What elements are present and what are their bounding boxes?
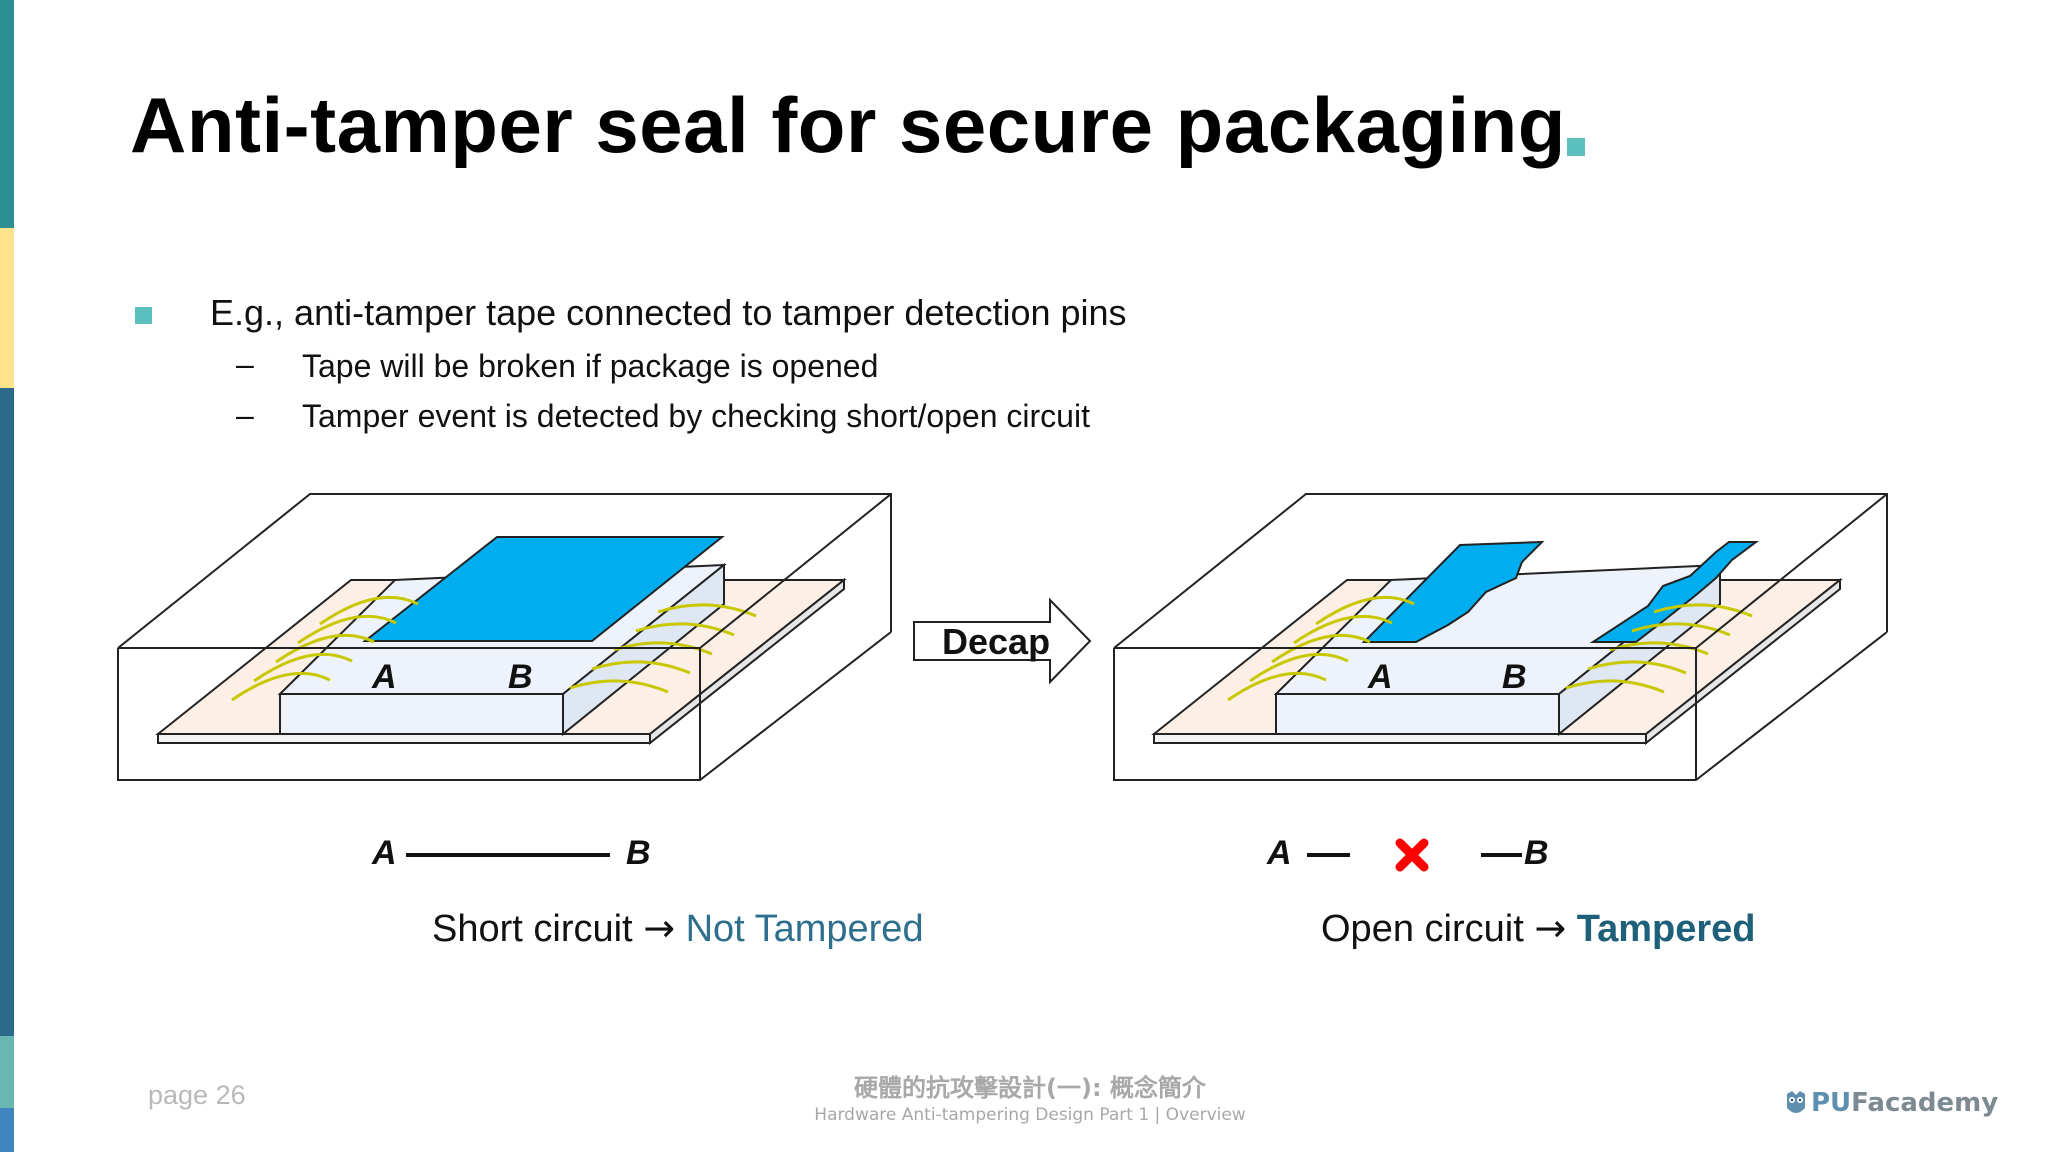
open-circuit-b-label: B — [1524, 834, 1549, 872]
pufacademy-logo: PUFacademy — [1785, 1088, 1998, 1118]
sub-bullet-dash: – — [236, 397, 254, 433]
left-pin-b-label: B — [508, 658, 533, 696]
left-caption-status: Not Tampered — [685, 908, 924, 950]
sidebar-band-teal — [0, 0, 14, 228]
open-circuit-a-label: A — [1267, 834, 1292, 872]
logo-rest: Facademy — [1851, 1088, 1999, 1118]
course-title-zh: 硬體的抗攻擊設計(一): 概念簡介 — [854, 1074, 1206, 1102]
decap-arrow — [913, 597, 1092, 685]
page-number: page 26 — [148, 1080, 246, 1110]
bullet-square-icon — [135, 307, 152, 324]
open-circuit-x-icon — [1395, 838, 1429, 872]
right-caption: Open circuit → Tampered — [1321, 906, 1756, 951]
left-caption-prefix: Short circuit — [432, 908, 633, 950]
page-title: Anti-tamper seal for secure packaging — [130, 81, 1566, 169]
title-accent-square — [1567, 138, 1585, 156]
sidebar-band-yellow — [0, 228, 14, 388]
right-arrow-icon: → — [643, 906, 676, 950]
sub-bullet-1: Tape will be broken if package is opened — [302, 348, 879, 384]
sidebar-band-navy — [0, 388, 14, 1036]
short-circuit-a-label: A — [372, 834, 397, 872]
right-package — [1113, 493, 1888, 781]
sub-bullet-2: Tamper event is detected by checking sho… — [302, 398, 1090, 434]
course-title: 硬體的抗攻擊設計(一): 概念簡介 Hardware Anti-tamperin… — [780, 1068, 1280, 1125]
right-pin-b-label: B — [1502, 658, 1527, 696]
logo-pu: PU — [1811, 1088, 1852, 1118]
left-pin-a-label: A — [372, 658, 397, 696]
right-caption-status: Tampered — [1576, 908, 1756, 950]
right-caption-prefix: Open circuit — [1321, 908, 1524, 950]
right-pin-a-label: A — [1368, 658, 1393, 696]
owl-logo-icon — [1787, 1091, 1805, 1113]
bullet-text: E.g., anti-tamper tape connected to tamp… — [210, 292, 1127, 333]
short-circuit-b-label: B — [626, 834, 651, 872]
sidebar-band-blue — [0, 1108, 14, 1152]
sub-bullet-dash: – — [236, 346, 254, 382]
right-arrow-icon: → — [1534, 906, 1567, 950]
sidebar-band-mint — [0, 1036, 14, 1108]
left-caption: Short circuit → Not Tampered — [432, 906, 924, 951]
course-title-en: Hardware Anti-tampering Design Part 1 | … — [814, 1105, 1246, 1125]
decap-label: Decap — [942, 621, 1050, 662]
left-package — [117, 493, 892, 781]
logo-wordmark: PUFacademy — [1811, 1088, 1998, 1118]
